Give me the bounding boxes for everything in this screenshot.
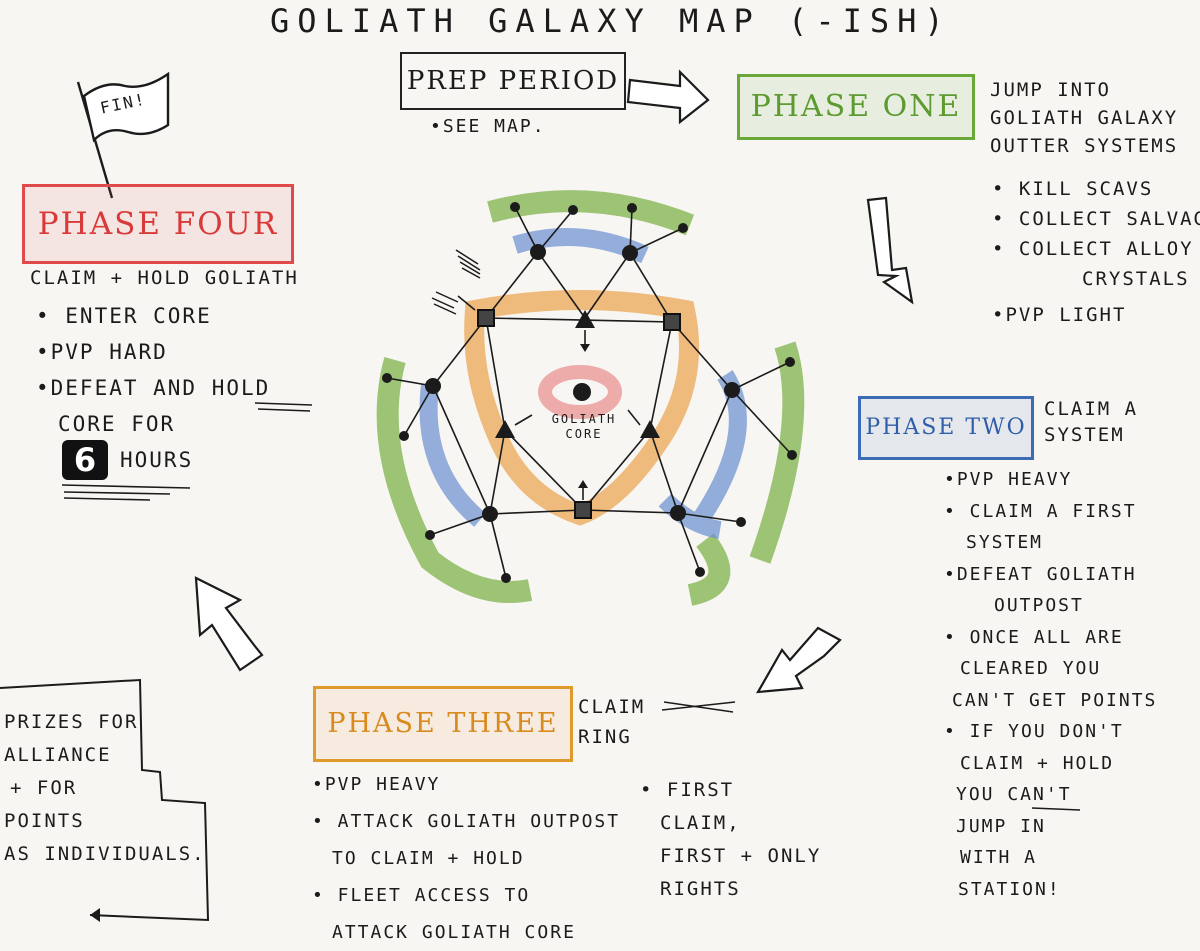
network-links: [386, 206, 793, 579]
station: [640, 420, 660, 438]
core-red-hatching: [538, 365, 622, 419]
phase-three-bullets: •PVP HEAVY • ATTACK GOLIATH OUTPOST TO C…: [312, 774, 621, 943]
scribble-marks: [431, 249, 481, 315]
page-title: GOLIATH GALAXY MAP (-ISH): [270, 2, 952, 40]
phase-two-label: PHASE TWO: [865, 415, 1027, 440]
phase-four-bullets: • ENTER CORE •PVP HARD •DEFEAT AND HOLD …: [36, 304, 271, 436]
node: [724, 382, 740, 398]
node: [627, 203, 637, 213]
goliath-core-node: [573, 383, 591, 401]
phase-two-side-note: CLAIM A SYSTEM: [1044, 398, 1139, 446]
prizes-bracket: [0, 678, 210, 922]
node: [425, 530, 435, 540]
phase-one-box: PHASE ONE: [737, 74, 975, 140]
hours-number-badge: 6: [62, 440, 108, 480]
node: [785, 357, 795, 367]
underlines: [61, 402, 1081, 811]
phase-four-description: CLAIM + HOLD GOLIATH: [30, 267, 299, 289]
hours-row: 6 HOURS: [62, 440, 193, 480]
node: [382, 373, 392, 383]
phase-three-box: PHASE THREE: [313, 686, 573, 762]
station: [495, 420, 515, 438]
phase-four-box: PHASE FOUR: [22, 184, 294, 264]
core-label: GOLIATH CORE: [551, 412, 617, 441]
orange-hatching: [464, 290, 700, 526]
outpost: [574, 501, 592, 519]
station: [575, 310, 595, 328]
node: [510, 202, 520, 212]
hours-label: HOURS: [120, 448, 194, 472]
arrow-one-to-two: [866, 196, 914, 305]
node: [622, 245, 638, 261]
prizes-arrow: [90, 908, 100, 922]
phase-one-description: JUMP INTO GOLIATH GALAXY OUTTER SYSTEMS: [990, 79, 1179, 157]
flow-arrows: [194, 69, 914, 694]
prep-period-label: PREP PERIOD: [406, 66, 620, 96]
node: [670, 505, 686, 521]
arrow-head: [578, 480, 588, 488]
node: [425, 378, 441, 394]
arrow-head: [580, 344, 590, 352]
arrow-two-to-three: [755, 626, 842, 694]
phase-one-bullets: • KILL SCAVS • COLLECT SALVAGE • COLLECT…: [992, 178, 1200, 326]
node: [482, 506, 498, 522]
arrow-three-to-four: [194, 576, 264, 672]
phase-three-label: PHASE THREE: [327, 708, 559, 739]
arrow-prep-to-one: [626, 69, 710, 125]
node: [787, 450, 797, 460]
node: [695, 567, 705, 577]
prep-period-box: PREP PERIOD: [400, 52, 626, 110]
phase-four-label: PHASE FOUR: [37, 206, 279, 242]
phase-two-bullets: •PVP HEAVY • CLAIM A FIRST SYSTEM •DEFEA…: [944, 469, 1158, 900]
node: [678, 223, 688, 233]
prizes-note: PRIZES FOR ALLIANCE + FOR POINTS AS INDI…: [4, 711, 206, 865]
finish-flag: [76, 71, 170, 199]
outpost: [663, 313, 681, 331]
node: [568, 205, 578, 215]
node: [530, 244, 546, 260]
node: [501, 573, 511, 583]
phase-three-side-note: CLAIM RING: [578, 696, 646, 748]
phase-two-box: PHASE TWO: [858, 396, 1034, 460]
node: [399, 431, 409, 441]
phase-one-label: PHASE ONE: [750, 89, 962, 124]
outpost: [477, 309, 495, 327]
network-nodes: [382, 202, 797, 583]
prep-note: •SEE MAP.: [430, 116, 546, 137]
node: [736, 517, 746, 527]
phase-three-bullets-right: • FIRST CLAIM, FIRST + ONLY RIGHTS: [640, 779, 822, 900]
